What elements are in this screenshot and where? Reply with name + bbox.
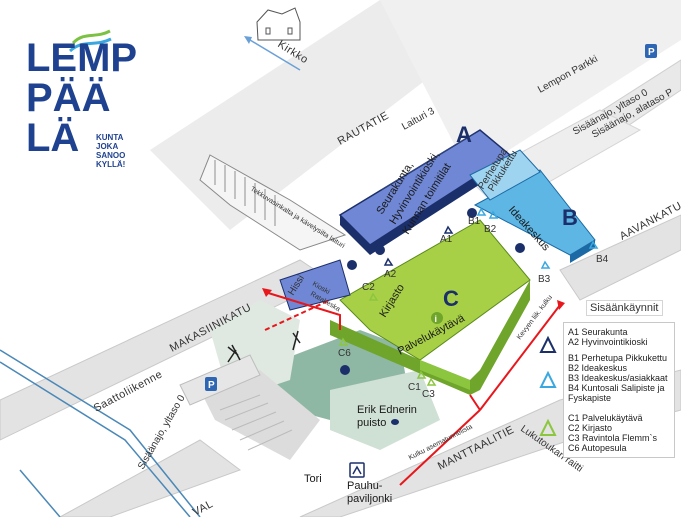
marker-b3: B3 [538,274,551,285]
building-a-highlight [340,130,480,215]
top-road-area [380,0,681,175]
bike-icon [340,208,525,375]
church-icon [256,7,301,41]
legend-group-a: A1 Seurakunta A2 Hyvinvointikioski [568,327,648,347]
kirkko-arrow-head [244,36,252,44]
legend-group-c: C1 Palvelukäytävä C2 Kirjasto C3 Ravinto… [568,413,657,453]
pauhu-1: Pauhu- [347,480,383,492]
legend-triangles [539,335,557,436]
entrance-markers [338,207,599,386]
marker-b4: B4 [596,254,609,265]
marker-a1: A1 [440,234,453,245]
legend-b4-cont: Fyskapiste [568,393,612,403]
route-arrow-right [557,300,565,310]
park-name-1: Erik Ednerin [357,404,417,416]
entrances-legend: A1 Seurakunta A2 Hyvinvointikioski B1 Pe… [563,322,675,458]
legend-b3: B3 Ideakeskus/asiakkaat [568,373,668,383]
marker-c6: C6 [338,348,351,359]
park-erik-edner [330,370,440,450]
building-perhetupa-roof [469,149,541,201]
logo-line-3: LÄ [26,116,80,160]
marker-c1: C1 [408,382,421,393]
building-c-roof [339,219,531,361]
legend-b2: B2 Ideakeskus [568,363,628,373]
logo-line-1: LEMP [26,36,138,80]
legend-tri-b-icon [539,370,557,388]
logo-slogan: KUNTA JOKA SANOO KYLLÄ! [96,133,125,169]
legend-c2: C2 Kirjasto [568,423,613,433]
rail-line-2 [0,361,191,517]
marker-c3: C3 [422,389,435,400]
slogan-line-2: JOKA [96,142,119,151]
route-arrow-left [262,288,272,297]
parking-building [179,354,261,406]
label-tori: Tori [304,473,322,485]
building-hissi [279,259,351,311]
stairs-lines [219,394,293,451]
legend-a1: A1 Seurakunta [568,327,628,337]
svg-text:P: P [208,380,215,391]
legend-b1: B1 Perhetupa Pikkukettu [568,353,668,363]
legend-group-b: B1 Perhetupa Pikkukettu B2 Ideakeskus B3… [568,353,668,403]
access-routes [264,291,561,486]
playground-icon [227,330,301,363]
building-a-side [340,215,370,255]
marker-b2: B2 [484,224,497,235]
legend-c6: C6 Autopesula [568,443,627,453]
building-b-front [570,240,595,263]
marker-b1: B1 [468,216,481,227]
legend-tri-c-icon [539,418,557,436]
pavilion-icon [349,462,365,478]
slogan-line-4: KYLLÄ! [96,160,126,169]
legend-tri-a-icon [539,335,557,353]
legend-b4: B4 Kuntosali Salipiste ja [568,383,665,393]
kirkko-arrow-line [249,39,301,71]
park-name-2: puisto [357,417,386,429]
road-aavankatu [559,214,681,301]
building-c-letter: C [443,286,459,311]
building-a-letter: A [456,122,472,147]
walkway-tunnel [199,154,347,251]
building-b-letter: B [562,205,578,230]
rail-line-3 [19,469,61,517]
legend-c1: C1 Palvelukäytävä [568,413,643,423]
building-c-corridor [420,360,470,390]
road-vali [59,439,242,517]
park-pond [391,419,399,425]
legend-title: Sisäänkäynnit [586,300,663,316]
legend-c3: C3 Ravintola Flemm`s [568,433,658,443]
logo-line-2: PÄÄ [26,76,111,120]
logo-waves [68,29,112,53]
slogan-line-1: KUNTA [96,133,124,142]
svg-text:P: P [648,47,655,58]
parking-icon: P P [205,44,657,391]
legend-a2: A2 Hyvinvointikioski [568,337,648,347]
walkway-hatching [214,160,276,226]
rail-line-1 [0,349,201,517]
slogan-line-3: SANOO [96,151,126,160]
pauhu-2: paviljonki [347,493,392,505]
info-icon: i [431,312,443,324]
stairs-area [200,370,320,460]
marker-c2: C2 [362,282,375,293]
svg-text:i: i [435,314,438,324]
marker-a2: A2 [384,269,397,280]
